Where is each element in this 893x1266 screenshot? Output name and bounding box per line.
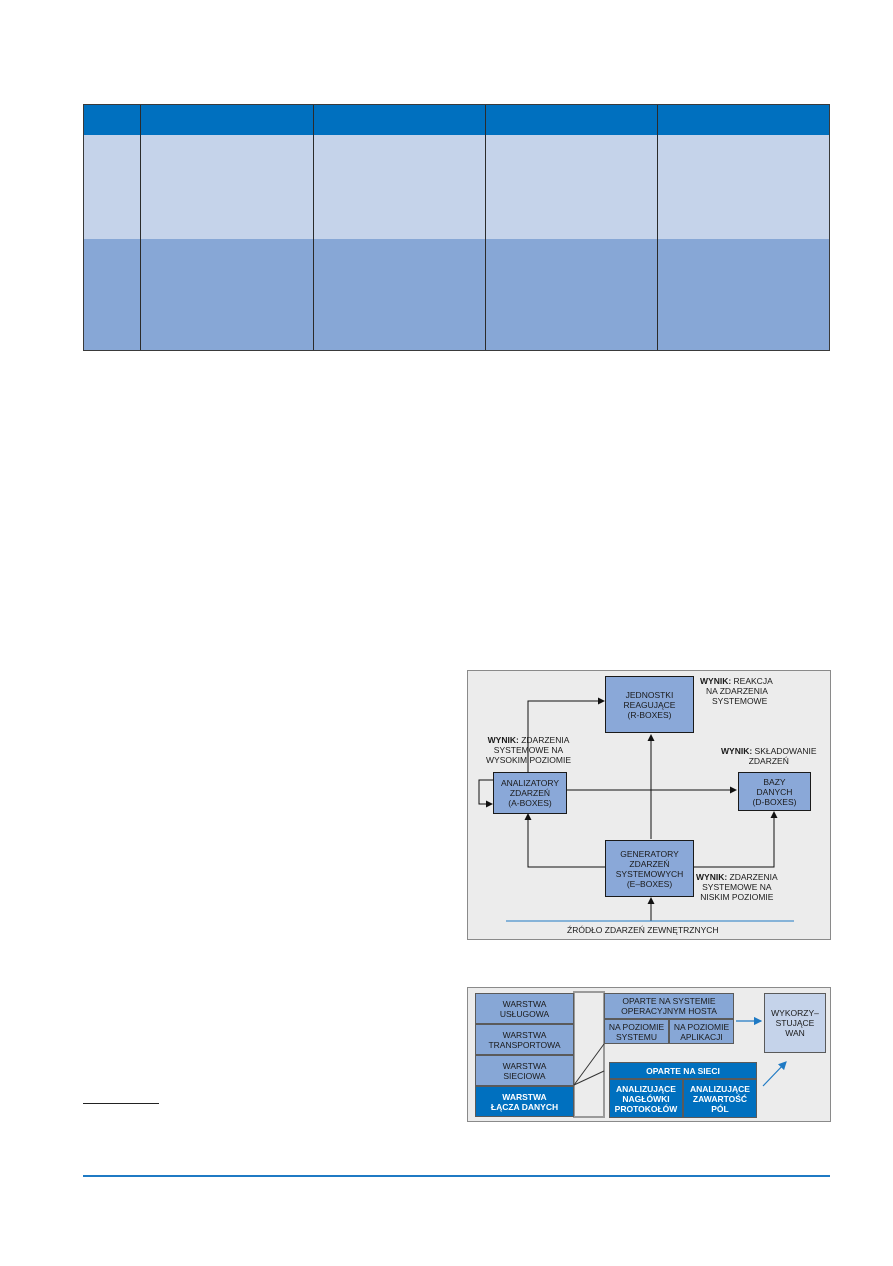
table-cell: [486, 239, 658, 350]
network-based-box: OPARTE NA SIECI: [609, 1062, 757, 1079]
application-level-box: NA POZIOMIE APLIKACJI: [669, 1019, 734, 1044]
arrow-a-to-r: [527, 697, 605, 772]
r-boxes-node: JEDNOSTKI REAGUJĄCE (R-BOXES): [605, 676, 694, 733]
arrow-e-to-d: [693, 811, 778, 868]
layer-datalink: WARSTWA ŁĄCZA DANYCH: [475, 1086, 574, 1117]
diagram-connectors: [478, 697, 794, 922]
arrow-network-to-wan: [762, 1061, 787, 1087]
table-cell: [486, 135, 658, 239]
table-header-row: [84, 105, 829, 136]
header-cell: [658, 105, 829, 135]
connector-network: [573, 1070, 605, 1086]
table-cell: [314, 135, 486, 239]
header-cell: [314, 105, 486, 135]
table-cell: [84, 239, 141, 350]
protocol-headers-box: ANALIZUJĄCE NAGŁÓWKI PROTOKOŁÓW: [609, 1079, 683, 1118]
a-boxes-node: ANALIZATORY ZDARZEŃ (A-BOXES): [493, 772, 567, 814]
e-boxes-node: GENERATORY ZDARZEŃ SYSTEMOWYCH (E–BOXES): [605, 840, 694, 897]
table-cell: [141, 239, 314, 350]
arrow-e-to-a: [524, 813, 605, 868]
table-cell: [314, 239, 486, 350]
classification-connectors: [573, 991, 787, 1118]
label-low-level: WYNIK: ZDARZENIA SYSTEMOWE NA NISKIM POZ…: [696, 872, 778, 902]
table-cell: [658, 239, 829, 350]
connector-host: [573, 1043, 605, 1086]
d-boxes-node: BAZY DANYCH (D-BOXES): [738, 772, 811, 811]
table-row: [84, 239, 829, 350]
header-cell: [84, 105, 141, 135]
layer-network: WARSTWA SIECIOWA: [475, 1055, 574, 1086]
bracket-frame: [573, 991, 605, 1118]
wan-box: WYKORZY– STUJĄCE WAN: [764, 993, 826, 1053]
arrow-a-self-loop: [478, 779, 493, 808]
label-storage: WYNIK: SKŁADOWANIE ZDARZEŃ: [721, 746, 817, 766]
event-architecture-diagram: JEDNOSTKI REAGUJĄCE (R-BOXES) ANALIZATOR…: [467, 670, 831, 940]
field-content-box: ANALIZUJĄCE ZAWARTOŚĆ PÓL: [683, 1079, 757, 1118]
label-high-level: WYNIK: ZDARZENIA SYSTEMOWE NA WYSOKIM PO…: [486, 735, 572, 765]
table-cell: [141, 135, 314, 239]
table-cell: [84, 135, 141, 239]
table-cell: [658, 135, 829, 239]
header-cell: [486, 105, 658, 135]
host-based-box: OPARTE NA SYSTEMIE OPERACYJNYM HOSTA: [604, 993, 734, 1019]
footnote-rule: [83, 1103, 159, 1104]
label-reaction: WYNIK: REAKCJA NA ZDARZENIA SYSTEMOWE: [700, 676, 773, 706]
page-bottom-rule: [83, 1175, 830, 1177]
ids-classification-diagram: WARSTWA USŁUGOWA WARSTWA TRANSPORTOWA WA…: [467, 987, 831, 1122]
table-row: [84, 135, 829, 240]
header-cell: [141, 105, 314, 135]
system-level-box: NA POZIOMIE SYSTEMU: [604, 1019, 669, 1044]
summary-table: [83, 104, 830, 351]
layer-service: WARSTWA USŁUGOWA: [475, 993, 574, 1024]
layer-transport: WARSTWA TRANSPORTOWA: [475, 1024, 574, 1055]
label-external-source: ŹRÓDŁO ZDARZEŃ ZEWNĘTRZNYCH: [567, 925, 719, 935]
